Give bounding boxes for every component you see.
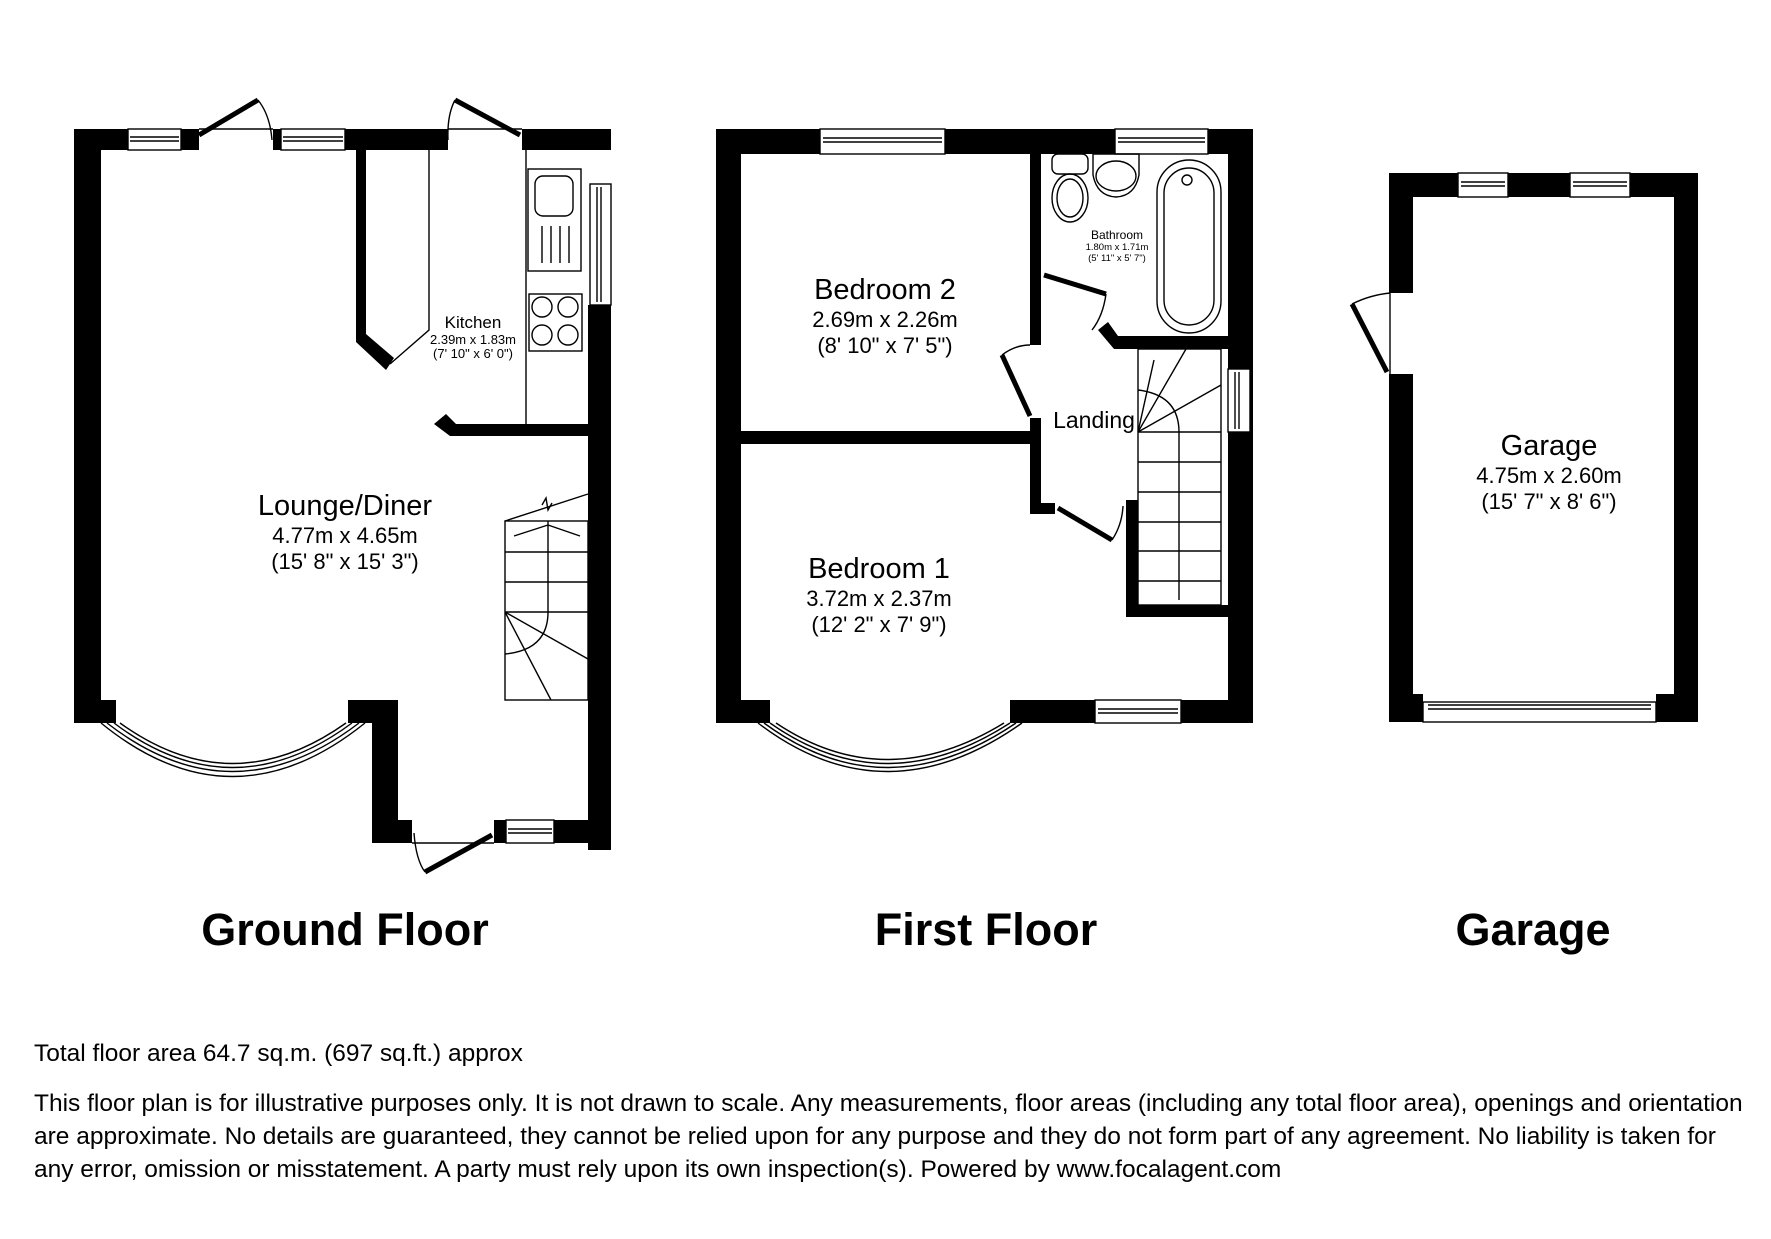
window-icon [819, 128, 946, 155]
window-icon [505, 819, 555, 844]
room-name: Garage [1500, 430, 1598, 462]
window-icon [1457, 172, 1509, 198]
room-dimensions-metric: 3.72m x 2.37m [806, 586, 952, 612]
room-label-landing: Landing [1053, 407, 1135, 433]
floor-title-ground: Ground Floor [201, 904, 489, 955]
door-swing-icon [1056, 505, 1124, 543]
door-swing-icon [999, 344, 1033, 418]
staircase-icon [1137, 348, 1222, 606]
room-dimensions-imperial: (15' 7" x 8' 6") [1481, 488, 1617, 514]
window-icon [1227, 368, 1251, 433]
ground-floor-plan [74, 97, 612, 875]
room-dimensions-imperial: (7' 10" x 6' 0") [433, 346, 513, 362]
door-swing-icon [1043, 272, 1107, 331]
room-dimensions-metric: 4.75m x 2.60m [1476, 463, 1622, 489]
door-swing-icon [197, 97, 273, 141]
room-name: Bedroom 2 [814, 274, 956, 306]
room-name: Kitchen [444, 313, 502, 332]
room-dimensions-imperial: (5' 11" x 5' 7") [1088, 252, 1146, 264]
first-floor-plan [716, 128, 1253, 773]
window-icon [280, 128, 346, 151]
disclaimer-text: This floor plan is for illustrative purp… [34, 1090, 1743, 1183]
window-icon [1114, 128, 1209, 155]
room-label-kitchen: Kitchen 2.39m x 1.83m (7' 10" x 6' 0") [430, 313, 516, 362]
room-dimensions-metric: 2.69m x 2.26m [812, 307, 958, 333]
window-icon [127, 128, 182, 151]
window-icon [589, 183, 612, 306]
room-dimensions-metric: 4.77m x 4.65m [272, 523, 418, 549]
staircase-icon [504, 493, 589, 701]
room-label-bedroom-1: Bedroom 1 3.72m x 2.37m (12' 2" x 7' 9") [806, 553, 952, 637]
basin-icon [1092, 153, 1140, 198]
room-dimensions-imperial: (15' 8" x 15' 3") [271, 548, 419, 574]
room-dimensions-imperial: (12' 2" x 7' 9") [811, 611, 947, 637]
door-swing-icon [447, 97, 522, 141]
window-icon [1094, 699, 1182, 724]
front-door-icon [412, 832, 494, 875]
garage-door-icon [1422, 701, 1657, 723]
window-icon [1569, 172, 1631, 198]
room-name: Lounge/Diner [257, 490, 433, 522]
side-door-icon [1349, 292, 1391, 374]
room-label-bedroom-2: Bedroom 2 2.69m x 2.26m (8' 10" x 7' 5") [812, 274, 958, 358]
room-dimensions-metric: 2.39m x 1.83m [430, 331, 516, 347]
room-name: Bedroom 1 [808, 553, 950, 585]
hob-icon [528, 293, 583, 352]
total-floor-area: Total floor area 64.7 sq.m. (697 sq.ft.)… [34, 1040, 523, 1067]
garage-plan [1349, 172, 1698, 723]
room-label-garage: Garage 4.75m x 2.60m (15' 7" x 8' 6") [1476, 430, 1622, 514]
sink-icon [527, 168, 582, 272]
bathtub-icon [1156, 159, 1222, 334]
room-name: Landing [1053, 407, 1135, 433]
room-label-bathroom: Bathroom 1.80m x 1.71m (5' 11" x 5' 7") [1085, 228, 1149, 265]
floor-title-first: First Floor [874, 904, 1098, 955]
floor-title-garage: Garage [1455, 904, 1611, 955]
toilet-icon [1051, 153, 1089, 223]
room-dimensions-imperial: (8' 10" x 7' 5") [817, 332, 953, 358]
bay-window-icon [100, 722, 366, 778]
room-dimensions-metric: 1.80m x 1.71m [1085, 241, 1149, 253]
bay-window-icon [757, 722, 1023, 773]
room-name: Bathroom [1090, 228, 1144, 242]
room-label-lounge-diner: Lounge/Diner 4.77m x 4.65m (15' 8" x 15'… [258, 490, 432, 574]
